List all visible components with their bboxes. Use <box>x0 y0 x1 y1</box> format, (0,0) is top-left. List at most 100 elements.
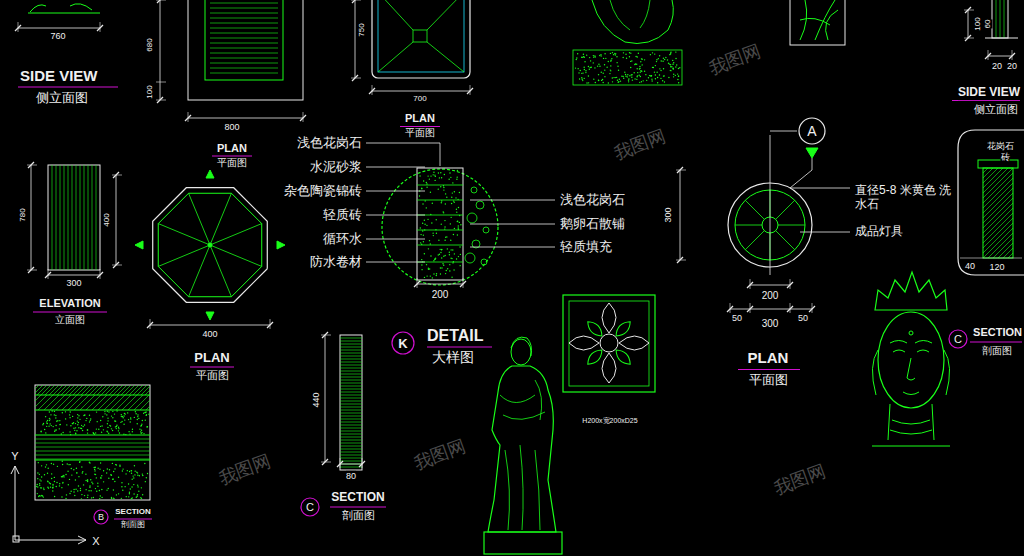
paving-section-stroke <box>50 486 51 487</box>
paving-section-stroke <box>101 425 102 426</box>
detail-circle-stroke <box>476 201 484 209</box>
rock-sculpture-stroke <box>627 76 628 77</box>
dimension: 40 <box>965 261 975 271</box>
dimension: 200 <box>432 289 449 301</box>
detail-circle-stroke <box>460 254 461 255</box>
rock-sculpture-stroke <box>675 51 676 52</box>
paving-section-stroke <box>146 414 147 415</box>
column-section-stroke <box>960 258 1022 259</box>
paving-section-stroke-stroke <box>69 385 79 395</box>
paving-section-stroke <box>78 427 79 428</box>
paving-section-stroke <box>97 468 98 469</box>
rock-sculpture-stroke <box>659 74 660 75</box>
paving-section-stroke <box>112 430 113 431</box>
paving-section-stroke <box>44 429 45 430</box>
paving-section-stroke-stroke <box>80 395 95 410</box>
paving-section-stroke <box>141 425 142 426</box>
paving-section-stroke-stroke <box>113 385 123 395</box>
material-note: 循环水 <box>323 232 362 247</box>
detail-circle-stroke <box>433 273 434 274</box>
dimension: 700 <box>413 94 426 103</box>
detail-circle-stroke <box>426 225 427 226</box>
detail-circle-stroke <box>448 179 449 180</box>
paving-section-stroke-stroke <box>68 395 83 410</box>
paving-section-stroke <box>76 472 77 473</box>
paving-section-stroke <box>131 498 132 499</box>
paving-section-stroke <box>35 459 150 460</box>
plan-square-stroke <box>413 30 427 42</box>
paving-section-stroke-stroke <box>121 385 131 395</box>
rock-sculpture-stroke <box>652 52 653 53</box>
rock-sculpture-stroke <box>668 63 669 64</box>
plan-panel-stroke <box>157 0 163 3</box>
wall-section-stroke <box>340 353 362 354</box>
paving-section-stroke <box>51 463 52 464</box>
rock-sculpture-stroke <box>578 72 579 73</box>
paving-section-stroke <box>81 494 82 495</box>
paving-section-stroke <box>137 484 138 485</box>
paving-section-stroke <box>78 476 79 477</box>
rock-sculpture-stroke <box>670 70 671 71</box>
paving-section-stroke <box>137 486 138 487</box>
detail-circle-stroke <box>430 214 431 215</box>
flower-tile <box>563 295 655 392</box>
detail-circle-stroke <box>445 273 446 274</box>
rock-sculpture-stroke <box>636 76 637 77</box>
rock-sculpture-stroke <box>640 61 641 62</box>
rock-sculpture-stroke <box>638 53 639 54</box>
paving-section-stroke <box>77 490 78 491</box>
column-section-stroke-stroke <box>983 168 1013 258</box>
side-view-figure-stroke <box>100 22 101 32</box>
statue-stroke <box>500 380 545 530</box>
paving-section-stroke <box>87 479 88 480</box>
paving-section-stroke <box>95 488 96 489</box>
wall-section-stroke <box>321 462 331 463</box>
wall-section-stroke <box>325 335 326 462</box>
paving-section-stroke <box>43 489 44 490</box>
paving-section-stroke <box>145 481 146 482</box>
paving-section-stroke <box>79 419 80 420</box>
detail-circle-stroke <box>420 234 421 235</box>
paving-section-stroke <box>136 471 137 472</box>
side-view-column <box>952 0 1020 101</box>
detail-circle-stroke <box>440 252 441 253</box>
plan-square-stroke <box>470 85 471 95</box>
paving-section-stroke <box>59 485 60 486</box>
rock-sculpture-stroke <box>610 65 611 66</box>
rock-sculpture-stroke <box>631 60 632 61</box>
detail-circle-stroke <box>463 278 464 288</box>
rock-sculpture-stroke <box>636 64 637 65</box>
paving-section-stroke <box>122 468 123 469</box>
rock-sculpture-stroke <box>577 53 578 54</box>
rock-sculpture-stroke <box>618 69 619 70</box>
detail-circle-stroke <box>430 243 431 244</box>
paving-section-stroke <box>116 464 117 465</box>
wall-section-stroke <box>340 422 362 423</box>
lamp-plan-stroke <box>790 158 850 188</box>
detail-circle-stroke <box>430 275 431 276</box>
detail-circle <box>366 143 686 347</box>
paving-section-stroke <box>128 483 129 484</box>
plan-panel-stroke <box>210 8 278 9</box>
lamp-plan-stroke <box>750 279 751 289</box>
rock-sculpture-stroke <box>657 77 658 78</box>
detail-circle-stroke <box>439 249 440 250</box>
side-view-column-stroke <box>964 38 974 39</box>
paving-section-stroke <box>132 475 133 476</box>
paving-section-stroke <box>57 466 58 467</box>
rock-sculpture-stroke <box>585 70 586 71</box>
wall-section-stroke <box>340 392 362 393</box>
rock-sculpture-stroke <box>619 79 620 80</box>
lamp-plan-stroke <box>745 231 764 250</box>
lamp-plan-stroke <box>730 303 731 313</box>
lamp-plan-stroke <box>750 285 790 286</box>
wall-section-stroke <box>340 344 362 345</box>
detail-circle-stroke <box>426 187 427 188</box>
dimension: 750 <box>357 23 366 36</box>
marker-letter: B <box>98 513 104 522</box>
column-section-stroke-stroke <box>983 168 1013 258</box>
paving-section-stroke <box>52 487 53 488</box>
plan-square-stroke <box>372 0 470 78</box>
paving-section-stroke <box>83 415 84 416</box>
paving-section-stroke-stroke <box>65 385 75 395</box>
